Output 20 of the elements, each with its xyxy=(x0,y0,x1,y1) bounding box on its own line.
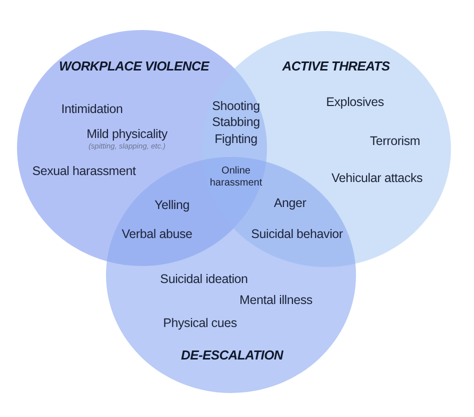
item-label: Yelling xyxy=(154,198,190,212)
item-label: Explosives xyxy=(326,94,384,110)
item-label: Online harassment xyxy=(208,166,264,188)
item-label: Verbal abuse xyxy=(122,226,192,242)
circle-title: DE-ESCALATION xyxy=(180,348,284,364)
circle-title: ACTIVE THREATS xyxy=(282,60,390,74)
item-label: Terrorism xyxy=(370,134,420,148)
item-label: Intimidation xyxy=(61,102,123,116)
item-label: Suicidal ideation xyxy=(160,272,248,286)
item-label: Mild physicality xyxy=(86,126,168,142)
item-label: Stabbing xyxy=(212,114,260,130)
item-label: Vehicular attacks xyxy=(331,170,423,186)
item-label: Anger xyxy=(274,196,306,210)
item-label: Mental illness xyxy=(240,292,312,308)
item-label: Suicidal behavior xyxy=(251,226,343,242)
item-label: Physical cues xyxy=(163,316,237,330)
item-label: Fighting xyxy=(214,132,258,146)
item-label: Sexual harassment xyxy=(32,164,136,178)
circle-title: WORKPLACE VIOLENCE xyxy=(59,60,209,74)
item-label: Shooting xyxy=(212,98,260,114)
